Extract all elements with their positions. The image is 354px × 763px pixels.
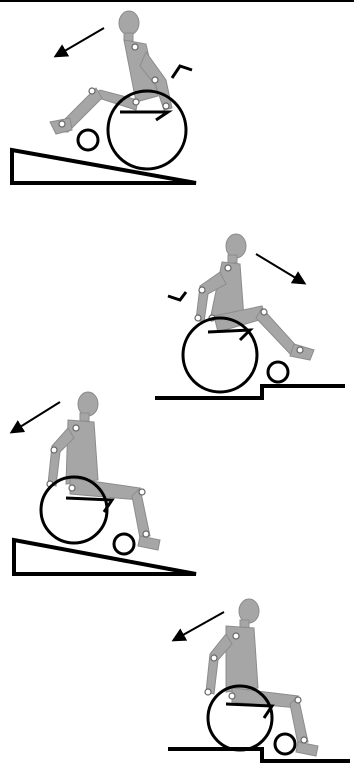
direction-arrow-2 xyxy=(256,254,304,283)
direction-arrow-4 xyxy=(174,612,224,640)
panel-3-ramp-upright xyxy=(12,392,196,574)
direction-arrow-1 xyxy=(56,28,104,56)
panel-4-step-upright xyxy=(168,599,350,761)
panel-1-ramp-reclined xyxy=(12,11,196,183)
ramp-1 xyxy=(12,150,196,183)
direction-arrow-3 xyxy=(12,402,60,432)
step-edge-2 xyxy=(155,386,345,398)
panel-2-step-forward xyxy=(155,234,345,398)
ramp-3 xyxy=(14,540,196,574)
step-edge-4 xyxy=(168,749,350,761)
person-4 xyxy=(206,599,318,756)
